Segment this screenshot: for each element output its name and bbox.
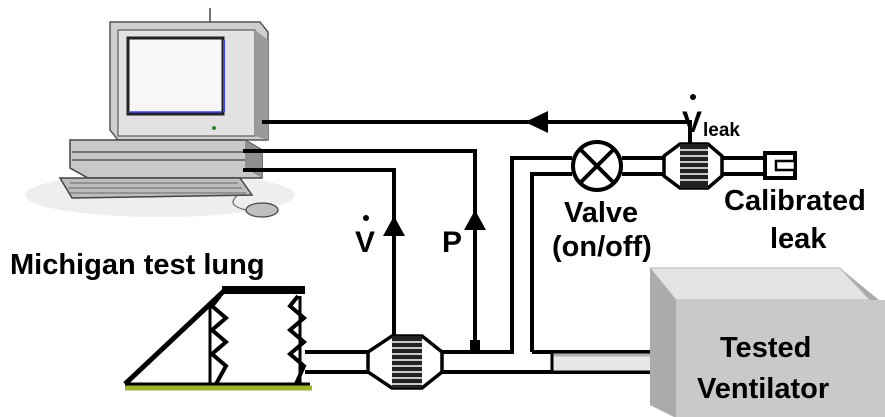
flow-dot	[363, 215, 369, 221]
breathing-tube	[305, 156, 672, 374]
valve-state-label: (on/off)	[552, 231, 652, 263]
flow-arrow	[383, 216, 405, 236]
lung-label: Michigan test lung	[10, 249, 265, 281]
ventilator-label-2: Ventilator	[697, 373, 829, 405]
calibrated-leak-icon	[763, 151, 797, 180]
leak-flow-symbol: V	[682, 106, 702, 139]
valve-symbol-icon	[571, 140, 623, 192]
valve-label: Valve	[564, 197, 638, 229]
signal-lines	[243, 120, 692, 340]
desktop-computer-icon	[25, 8, 295, 218]
pressure-arrow	[464, 210, 486, 230]
monitor-screen	[126, 36, 225, 116]
leak-flow-arrow	[525, 111, 548, 133]
leak-label: Calibrated	[724, 185, 866, 217]
ventilator-box	[648, 267, 885, 417]
flow-sensor-icon	[366, 334, 444, 390]
leak-flow-subscript: leak	[703, 120, 740, 141]
leak-label-2: leak	[770, 223, 827, 255]
pressure-symbol-label: P	[442, 226, 462, 259]
ventilator-label: Tested	[720, 332, 811, 364]
leak-flow-sensor-icon	[662, 142, 765, 190]
leak-flow-dot	[690, 94, 696, 100]
test-lung-icon	[123, 286, 312, 391]
flow-symbol-label: V	[355, 226, 375, 259]
